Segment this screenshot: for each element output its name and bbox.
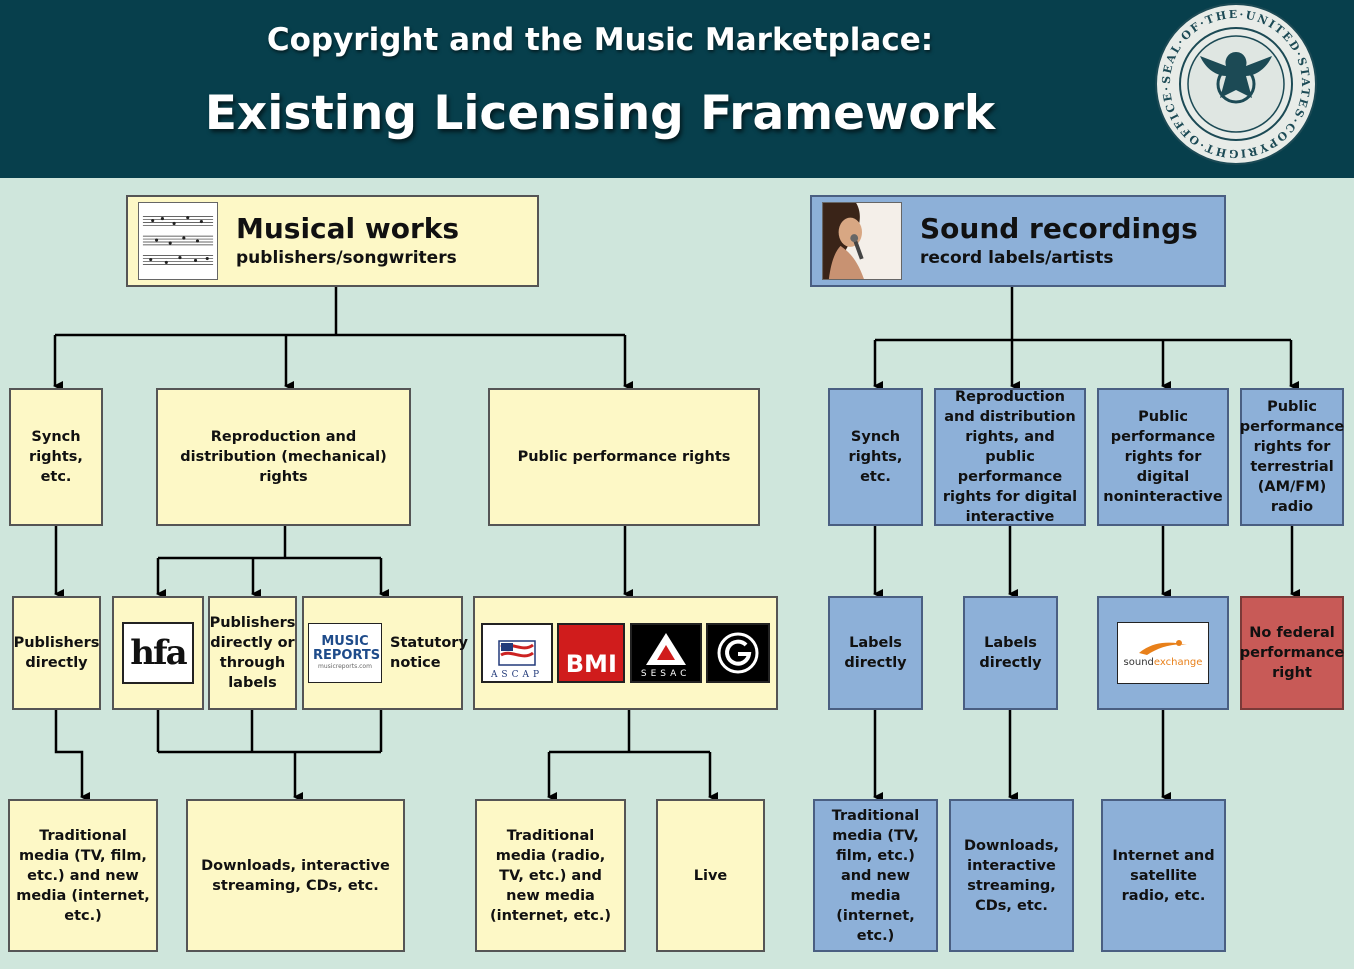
- sr-synch-label: Synch rights, etc.: [848, 429, 903, 485]
- gmr-g-icon: [717, 632, 759, 674]
- mw-mechanical-rights: Reproduction and distribution (mechanica…: [156, 388, 411, 526]
- bmi-logo: BMI: [557, 623, 626, 683]
- mw-traditional-media-label: Traditional media (TV, film, etc.) and n…: [16, 827, 150, 924]
- mw-music-reports-box: MUSIC REPORTS musicreports.com Statutory…: [302, 596, 468, 710]
- soundexchange-logo-text-b: exchange: [1153, 657, 1203, 668]
- sr-labels-directly-synch: Labels directly: [828, 596, 923, 710]
- copyright-office-seal: SEAL·OF·THE·UNITED·STATES·COPYRIGHT·OFFI…: [1152, 0, 1317, 165]
- soundexchange-logo-text-a: sound: [1123, 657, 1154, 668]
- mw-publishers-through-labels: Publishers directly or through labels: [208, 596, 297, 710]
- mw-publishers-directly: Publishers directly: [12, 596, 101, 710]
- mw-synch-rights: Synch rights, etc.: [9, 388, 103, 526]
- sound-recordings-subtitle: record labels/artists: [920, 248, 1114, 268]
- mw-performance-rights: Public performance rights: [488, 388, 760, 526]
- sr-no-federal-label: No federal performance right: [1239, 625, 1345, 681]
- sr-downloads-label: Downloads, interactive streaming, CDs, e…: [964, 837, 1059, 914]
- mw-mechanical-label: Reproduction and distribution (mechanica…: [180, 429, 387, 485]
- music-reports-logo-text: MUSIC REPORTS: [313, 634, 381, 663]
- singer-photo-icon: [822, 202, 902, 280]
- mw-publishers-through-labels-label: Publishers directly or through labels: [209, 615, 296, 691]
- gmr-logo: [705, 623, 770, 683]
- sesac-logo-text: SESAC: [640, 669, 691, 679]
- mw-live: Live: [656, 799, 765, 952]
- mw-live-label: Live: [693, 867, 728, 884]
- mw-traditional-media: Traditional media (TV, film, etc.) and n…: [8, 799, 158, 952]
- sr-noninteractive-rights: Public performance rights for digital no…: [1097, 388, 1229, 526]
- mw-hfa-box: hfa: [112, 596, 204, 710]
- sr-labels-reproduction-label: Labels directly: [979, 635, 1042, 671]
- page-title-line2: Existing Licensing Framework: [204, 86, 996, 141]
- mw-downloads: Downloads, interactive streaming, CDs, e…: [186, 799, 405, 952]
- sr-no-federal-right: No federal performance right: [1240, 596, 1344, 710]
- mw-downloads-label: Downloads, interactive streaming, CDs, e…: [201, 857, 390, 894]
- sr-noninteractive-label: Public performance rights for digital no…: [1103, 409, 1223, 505]
- sr-soundexchange-box: soundexchange: [1097, 596, 1229, 710]
- eagle-icon: [1200, 52, 1272, 98]
- sr-internet-satellite-label: Internet and satellite radio, etc.: [1112, 847, 1215, 904]
- bmi-logo-text: BMI: [565, 650, 617, 678]
- sr-traditional-media-label: Traditional media (TV, film, etc.) and n…: [831, 807, 920, 944]
- mw-publishers-directly-label: Publishers directly: [13, 635, 100, 671]
- musical-works-box: Musical works publishers/songwriters: [126, 195, 539, 287]
- sr-traditional-media: Traditional media (TV, film, etc.) and n…: [813, 799, 938, 952]
- ascap-flag-icon: [498, 640, 536, 666]
- sr-synch-rights: Synch rights, etc.: [828, 388, 923, 526]
- header-banner: Copyright and the Music Marketplace: Exi…: [0, 0, 1354, 178]
- mw-traditional-radio-label: Traditional media (radio, TV, etc.) and …: [490, 827, 611, 924]
- musical-works-subtitle: publishers/songwriters: [236, 248, 457, 268]
- sr-terrestrial-label: Public performance rights for terrestria…: [1239, 399, 1345, 515]
- hfa-logo-text: hfa: [130, 633, 187, 673]
- soundexchange-swoosh-icon: [1139, 640, 1187, 655]
- mw-performance-label: Public performance rights: [517, 449, 731, 465]
- music-reports-url: musicreports.com: [318, 663, 372, 670]
- page-title-line1: Copyright and the Music Marketplace:: [266, 22, 934, 58]
- sr-labels-synch-label: Labels directly: [844, 635, 907, 671]
- sr-terrestrial-rights: Public performance rights for terrestria…: [1240, 388, 1344, 526]
- statutory-notice-label: Statutory notice: [390, 635, 468, 671]
- mw-pro-box: ASCAP BMI SESAC: [473, 596, 778, 710]
- sound-recordings-box: Sound recordings record labels/artists: [810, 195, 1226, 287]
- sr-labels-directly-reproduction: Labels directly: [963, 596, 1058, 710]
- sr-downloads: Downloads, interactive streaming, CDs, e…: [949, 799, 1074, 952]
- music-reports-logo: MUSIC REPORTS musicreports.com: [308, 623, 382, 683]
- sesac-triangle-icon: [645, 633, 686, 665]
- sr-reproduction-rights: Reproduction and distribution rights, an…: [934, 388, 1086, 526]
- mw-traditional-radio: Traditional media (radio, TV, etc.) and …: [475, 799, 626, 952]
- hfa-logo: hfa: [122, 622, 194, 684]
- musical-works-title: Musical works: [236, 212, 460, 245]
- soundexchange-logo: soundexchange: [1117, 622, 1209, 684]
- sr-internet-satellite: Internet and satellite radio, etc.: [1101, 799, 1226, 952]
- sound-recordings-title: Sound recordings: [920, 212, 1198, 245]
- ascap-logo: ASCAP: [481, 623, 553, 683]
- ascap-logo-text: ASCAP: [490, 670, 544, 680]
- mw-synch-label: Synch rights, etc.: [29, 429, 83, 485]
- sheet-music-icon: [138, 202, 218, 280]
- sr-reproduction-label: Reproduction and distribution rights, an…: [942, 389, 1078, 525]
- sesac-logo: SESAC: [629, 623, 702, 683]
